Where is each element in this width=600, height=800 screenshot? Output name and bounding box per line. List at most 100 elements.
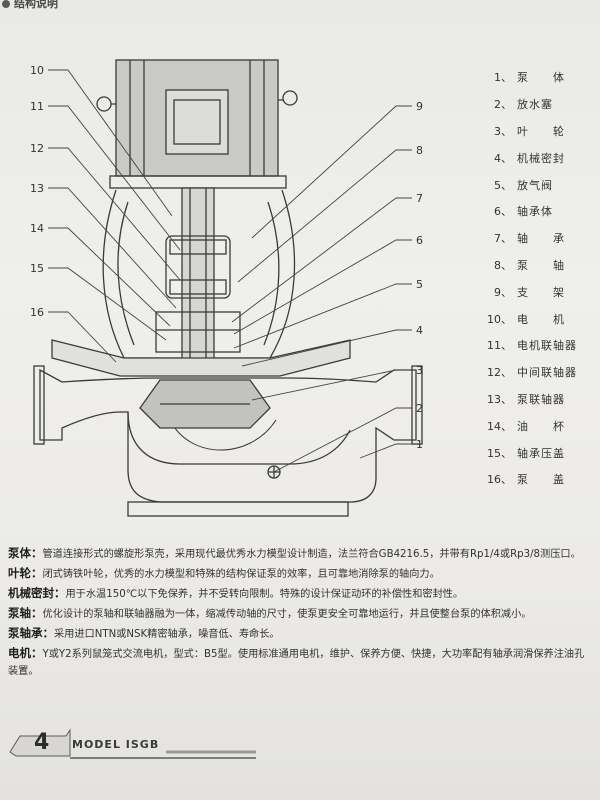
- callout-1: 1: [416, 438, 423, 451]
- legend-number: 12、: [487, 366, 512, 380]
- legend-item: 1、泵 体: [484, 64, 589, 91]
- description-pump-body: 泵体：管道连接形式的螺旋形泵壳，采用现代最优秀水力模型设计制造，法兰符合GB42…: [8, 545, 593, 563]
- description-term: 电机：: [8, 646, 43, 660]
- description-text: 优化设计的泵轴和联轴器融为一体，缩减传动轴的尺寸，使泵更安全可靠地运行，并且使整…: [42, 609, 532, 620]
- component-descriptions: 泵体：管道连接形式的螺旋形泵壳，采用现代最优秀水力模型设计制造，法兰符合GB42…: [8, 545, 593, 682]
- legend-name: 机械密封: [517, 151, 565, 165]
- legend-name: 中间联轴器: [517, 366, 577, 380]
- pump-cross-section-diagram: 10 11 12 13 14 15 16 9 8 7 6 5 4 3 2 1: [30, 59, 423, 517]
- legend-name: 泵联轴器: [517, 392, 565, 406]
- legend-name: 电机联轴器: [517, 339, 577, 353]
- callout-7: 7: [416, 192, 423, 205]
- legend-number: 9、: [494, 285, 512, 299]
- model-label: MODEL ISGB: [72, 738, 160, 751]
- callout-6: 6: [416, 234, 423, 247]
- legend-name: 叶 轮: [517, 124, 565, 138]
- description-impeller: 叶轮：闭式铸铁叶轮，优秀的水力模型和特殊的结构保证泵的效率，且可靠地消除泵的轴向…: [8, 565, 593, 583]
- description-term: 泵体：: [8, 546, 43, 560]
- callout-4: 4: [416, 324, 423, 337]
- description-text: 管道连接形式的螺旋形泵壳，采用现代最优秀水力模型设计制造，法兰符合GB4216.…: [42, 549, 581, 560]
- legend-name: 泵 盖: [517, 473, 565, 487]
- description-pump-bearing: 泵轴承：采用进口NTN或NSK精密轴承，噪音低、寿命长。: [8, 625, 593, 643]
- motor-flange: [109, 175, 287, 189]
- outlet-flange: [411, 365, 423, 445]
- page-footer: 4 MODEL ISGB: [6, 722, 306, 762]
- callout-14: 14: [30, 222, 44, 235]
- legend-number: 6、: [494, 205, 512, 219]
- lifting-eye-right: [282, 90, 298, 106]
- legend-number: 14、: [487, 419, 512, 433]
- legend-name: 支 架: [517, 285, 565, 299]
- callout-13: 13: [30, 182, 44, 195]
- callout-11: 11: [30, 100, 44, 113]
- legend-item: 12、中间联轴器: [484, 359, 589, 386]
- callout-10: 10: [30, 64, 44, 77]
- callout-16: 16: [30, 306, 44, 319]
- callout-8: 8: [416, 144, 423, 157]
- page-tab-shape: [9, 728, 256, 759]
- section-title: 结构说明: [14, 0, 58, 10]
- legend-item: 6、轴承体: [484, 198, 589, 225]
- legend-item: 11、电机联轴器: [484, 332, 589, 359]
- callout-9: 9: [416, 100, 423, 113]
- legend-number: 5、: [494, 178, 512, 192]
- legend-name: 轴承压盖: [517, 446, 565, 460]
- legend-name: 电 机: [517, 312, 565, 326]
- description-motor: 电机：Y或Y2系列鼠笼式交流电机，型式：B5型。使用标准通用电机，维护、保养方便…: [8, 645, 593, 680]
- legend-name: 泵 体: [517, 71, 565, 85]
- legend-item: 3、叶 轮: [484, 118, 589, 145]
- description-pump-shaft: 泵轴：优化设计的泵轴和联轴器融为一体，缩减传动轴的尺寸，使泵更安全可靠地运行，并…: [8, 605, 593, 623]
- description-term: 机械密封：: [8, 586, 66, 600]
- description-term: 泵轴承：: [8, 626, 54, 640]
- legend-number: 16、: [487, 473, 512, 487]
- legend-number: 2、: [494, 98, 512, 112]
- pump-shaft: [181, 187, 215, 361]
- legend-number: 7、: [494, 232, 512, 246]
- bullet-icon: [2, 0, 10, 8]
- legend-name: 油 杯: [517, 419, 565, 433]
- page-number: 4: [34, 730, 50, 755]
- legend-number: 1、: [494, 71, 512, 85]
- callout-15: 15: [30, 262, 44, 275]
- legend-item: 5、放气阀: [484, 171, 589, 198]
- legend-item: 4、机械密封: [484, 144, 589, 171]
- description-term: 泵轴：: [8, 606, 43, 620]
- pump-body: [39, 368, 417, 503]
- legend-name: 轴承体: [517, 205, 553, 219]
- callout-3: 3: [416, 364, 423, 377]
- pump-base: [127, 501, 349, 517]
- legend-number: 11、: [487, 339, 512, 353]
- legend-name: 放气阀: [517, 178, 553, 192]
- legend-number: 3、: [494, 124, 512, 138]
- callout-12: 12: [30, 142, 44, 155]
- lifting-eye-left: [96, 96, 112, 112]
- description-text: 用于水温150℃以下免保养，并不受转向限制。特殊的设计保证动环的补偿性和密封性。: [65, 589, 464, 600]
- legend-item: 8、泵 轴: [484, 252, 589, 279]
- description-mechanical-seal: 机械密封：用于水温150℃以下免保养，并不受转向限制。特殊的设计保证动环的补偿性…: [8, 585, 593, 603]
- legend-item: 10、电 机: [484, 305, 589, 332]
- inlet-flange: [33, 365, 45, 445]
- callout-2: 2: [416, 402, 423, 415]
- callout-5: 5: [416, 278, 423, 291]
- parts-legend: 1、泵 体 2、放水塞 3、叶 轮 4、机械密封 5、放气阀 6、轴承体 7、轴…: [484, 64, 589, 493]
- legend-number: 13、: [487, 392, 512, 406]
- legend-item: 9、支 架: [484, 278, 589, 305]
- legend-name: 泵 轴: [517, 258, 565, 272]
- legend-number: 10、: [487, 312, 512, 326]
- section-header: 结构说明: [0, 0, 600, 12]
- legend-item: 14、油 杯: [484, 412, 589, 439]
- legend-item: 15、轴承压盖: [484, 439, 589, 466]
- description-text: 闭式铸铁叶轮，优秀的水力模型和特殊的结构保证泵的效率，且可靠地消除泵的轴向力。: [42, 569, 440, 580]
- legend-item: 16、泵 盖: [484, 466, 589, 493]
- legend-number: 8、: [494, 258, 512, 272]
- legend-number: 4、: [494, 151, 512, 165]
- coupling: [165, 235, 231, 299]
- description-text: Y或Y2系列鼠笼式交流电机，型式：B5型。使用标准通用电机，维护、保养方便、快捷…: [8, 649, 585, 677]
- legend-item: 2、放水塞: [484, 91, 589, 118]
- description-text: 采用进口NTN或NSK精密轴承，噪音低、寿命长。: [54, 629, 280, 640]
- legend-number: 15、: [487, 446, 512, 460]
- legend-name: 轴 承: [517, 232, 565, 246]
- legend-name: 放水塞: [517, 98, 553, 112]
- pump-cover: [51, 339, 351, 377]
